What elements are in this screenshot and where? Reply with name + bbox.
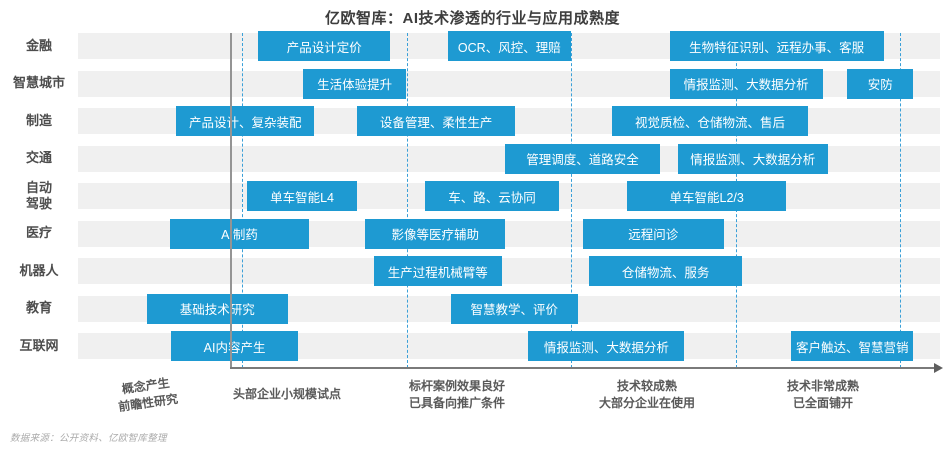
maturity-bar: 产品设计定价 xyxy=(258,31,391,61)
maturity-bar: 智慧教学、评价 xyxy=(450,293,578,324)
maturity-bar: AI内容产生 xyxy=(171,331,298,361)
stage-gridline xyxy=(242,33,243,368)
row-stripe xyxy=(78,258,940,284)
row-label: 制造 xyxy=(25,112,52,128)
maturity-bar: 客户触达、智慧营销 xyxy=(791,331,914,361)
maturity-bar: 生物特征识别、远程办事、客服 xyxy=(669,31,884,61)
maturity-bar: 仓储物流、服务 xyxy=(589,256,743,286)
stage-label: 标杆案例效果良好 已具备向推广条件 xyxy=(408,378,505,410)
maturity-bar: 情报监测、大数据分析 xyxy=(677,143,828,174)
stage-label: 技术非常成熟 已全面铺开 xyxy=(786,378,859,410)
maturity-bar: 情报监测、大数据分析 xyxy=(669,68,823,99)
maturity-bar: OCR、风控、理赔 xyxy=(447,31,571,61)
row-label: 机器人 xyxy=(19,262,59,278)
row-label: 教育 xyxy=(25,300,52,316)
x-axis-arrow xyxy=(934,363,943,373)
row-label: 医疗 xyxy=(25,225,52,241)
maturity-bar: 生活体验提升 xyxy=(302,68,407,99)
maturity-bar: 管理调度、道路安全 xyxy=(505,143,660,174)
chart-title: 亿欧智库：AI技术渗透的行业与应用成熟度 xyxy=(324,10,620,27)
maturity-bar: 单车智能L4 xyxy=(246,181,358,211)
maturity-bar: 情报监测、大数据分析 xyxy=(528,331,685,361)
maturity-bar: 影像等医疗辅助 xyxy=(365,218,506,249)
maturity-bar: 单车智能L2/3 xyxy=(626,181,787,211)
x-axis-line xyxy=(230,367,935,369)
source-note: 数据来源：公开资料、亿欧智库整理 xyxy=(10,433,167,444)
row-label: 自动 驾驶 xyxy=(25,179,52,211)
stage-label: 头部企业小规模试点 xyxy=(232,387,341,402)
maturity-bar: 远程问诊 xyxy=(582,218,724,249)
maturity-bar: 产品设计、复杂装配 xyxy=(176,106,315,136)
maturity-bar: 车、路、云协同 xyxy=(424,181,560,211)
row-label: 互联网 xyxy=(19,337,59,353)
stage-gridline xyxy=(571,33,572,368)
maturity-bar: 安防 xyxy=(847,68,914,99)
stage-label: 技术较成熟 大部分企业在使用 xyxy=(598,378,695,410)
maturity-bar: 生产过程机械臂等 xyxy=(373,256,502,286)
stage-gridline xyxy=(900,33,901,368)
maturity-bar: 设备管理、柔性生产 xyxy=(357,106,516,136)
y-axis-line xyxy=(230,33,232,369)
row-label: 金融 xyxy=(25,37,52,53)
stage-gridline xyxy=(406,33,408,368)
row-label: 交通 xyxy=(25,150,52,166)
row-label: 智慧城市 xyxy=(12,75,65,91)
maturity-bar: AI制药 xyxy=(169,218,310,249)
maturity-bar: 视觉质检、仓储物流、售后 xyxy=(612,106,808,136)
maturity-bar: 基础技术研究 xyxy=(146,293,289,324)
